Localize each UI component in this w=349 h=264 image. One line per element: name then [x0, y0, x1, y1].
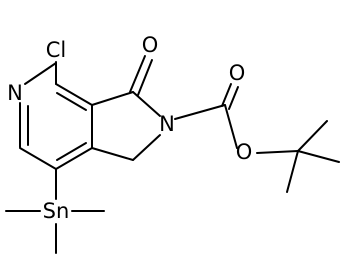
lactam-nitrogen-label: N: [159, 112, 175, 136]
bond-ctert-me-right: [297, 150, 340, 163]
bond-c3-o-a: [129, 55, 146, 93]
ketone-oxygen-label: O: [142, 33, 159, 57]
ester-oxygen-label: O: [236, 140, 253, 164]
bond-c4-n: [24, 62, 57, 85]
lactam-ring: [91, 91, 161, 161]
bond-c6-c7: [19, 147, 57, 170]
bond-o-ester-ctert: [256, 150, 299, 154]
bond-c1-c7a: [91, 147, 134, 161]
bond-ctert-me-down: [286, 150, 299, 193]
bond-c3a-c4-inner: [56, 92, 87, 111]
bond-c3a-c3: [91, 91, 134, 106]
boc-group: [174, 83, 340, 193]
bond-c3a-c4: [55, 83, 93, 106]
bond-c7-c7a: [55, 147, 93, 170]
chlorine-label: Cl: [46, 38, 67, 62]
pyridine-ring: [19, 62, 93, 170]
bond-c3-o-b: [137, 59, 153, 96]
bond-n2-c1: [132, 134, 161, 161]
trimethylstannyl-group: [5, 168, 105, 254]
carbonyl-oxygen-label: O: [229, 61, 246, 85]
tin-label: Sn: [43, 199, 70, 223]
bond-n2-c-carbonyl: [174, 104, 226, 120]
bond-carbonyl-o-a: [221, 83, 232, 107]
pyridine-nitrogen-label: N: [7, 81, 23, 105]
bond-carbonyl-o-ester: [224, 104, 238, 149]
bond-ctert-me-up: [297, 120, 328, 152]
bond-carbonyl-o-b: [228, 86, 239, 110]
bond-c7-c7a-inner: [56, 142, 87, 161]
bond-c3-n2: [132, 91, 161, 117]
